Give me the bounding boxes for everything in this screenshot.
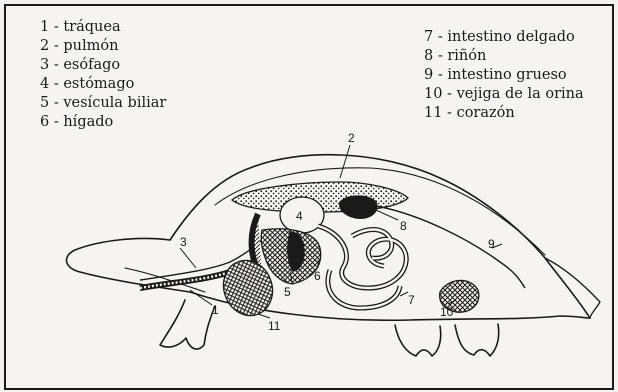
organ-kidney [340,196,377,218]
callout-10: 10 [440,305,454,319]
front-flipper [160,300,215,349]
callout-5: 5 [284,285,291,299]
callout-2: 2 [348,131,355,145]
callout-1: 1 [212,303,219,317]
leader-2 [340,145,350,178]
leader-7 [400,292,408,296]
callout-8: 8 [400,219,407,233]
leader-11 [258,314,270,318]
leader-8 [376,210,398,220]
tail [545,258,600,318]
callout-7: 7 [408,293,415,307]
rear-flipper-front [395,325,441,356]
callout-11: 11 [268,319,281,333]
callout-3: 3 [180,235,187,249]
callout-4: 4 [296,209,303,223]
callout-9: 9 [488,237,495,251]
leader-3 [180,248,196,268]
rear-flipper-back [455,324,499,356]
callout-6: 6 [314,269,321,283]
